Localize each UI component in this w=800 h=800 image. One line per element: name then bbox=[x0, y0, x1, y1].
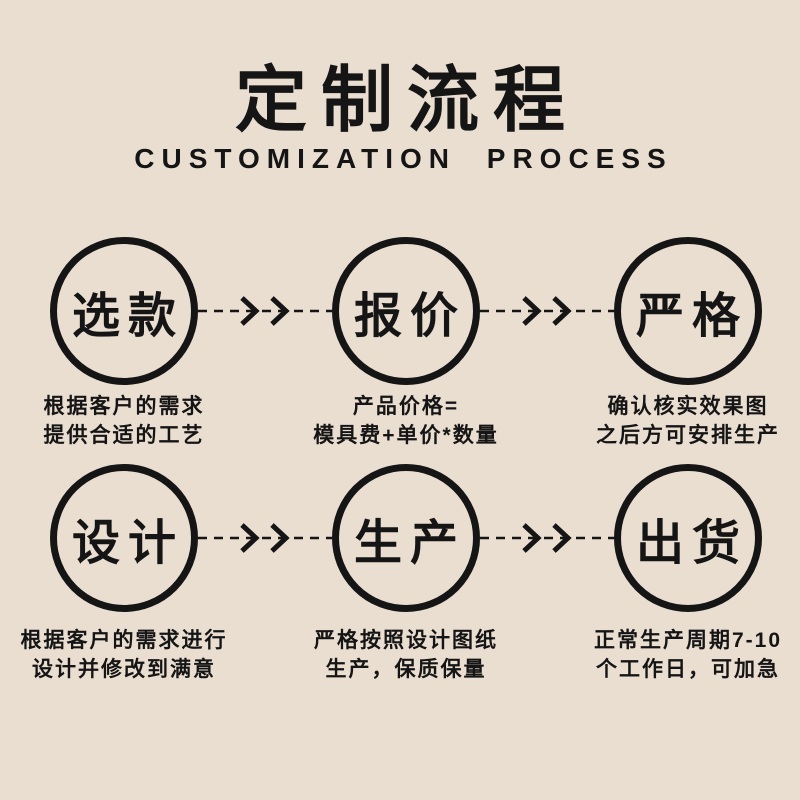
step-circle-quote: 报价 bbox=[332, 237, 480, 385]
dashed-arrow-icon bbox=[480, 523, 614, 553]
step-desc-line: 个工作日，可加急 bbox=[596, 658, 780, 681]
step-desc-line: 严格按照设计图纸 bbox=[314, 629, 498, 652]
step-circle-shipping: 出货 bbox=[614, 464, 762, 612]
dashed-arrow-icon bbox=[198, 523, 332, 553]
step-desc-design: 根据客户的需求进行 设计并修改到满意 bbox=[0, 626, 274, 684]
step-desc-strict-check: 确认核实效果图 之后方可安排生产 bbox=[538, 392, 800, 450]
step-label: 报价 bbox=[353, 290, 466, 343]
step-desc-line: 正常生产周期7-10 bbox=[593, 629, 783, 652]
step-desc-line: 之后方可安排生产 bbox=[596, 424, 780, 447]
step-desc-line: 产品价格= bbox=[352, 395, 460, 418]
step-circle-strict-check: 严格 bbox=[614, 237, 762, 385]
dashed-arrow-icon bbox=[480, 296, 614, 326]
step-circle-design: 设计 bbox=[50, 464, 198, 612]
step-desc-line: 设计并修改到满意 bbox=[32, 658, 216, 681]
step-desc-line: 生产，保质保量 bbox=[325, 658, 487, 681]
step-label: 设计 bbox=[71, 517, 184, 570]
step-desc-select-style: 根据客户的需求 提供合适的工艺 bbox=[0, 392, 274, 450]
step-label: 出货 bbox=[635, 517, 748, 570]
step-desc-line: 提供合适的工艺 bbox=[43, 424, 205, 447]
step-desc-line: 模具费+单价*数量 bbox=[313, 424, 499, 447]
step-desc-line: 根据客户的需求 bbox=[43, 395, 205, 418]
step-desc-quote: 产品价格= 模具费+单价*数量 bbox=[256, 392, 556, 450]
dashed-arrow-icon bbox=[198, 296, 332, 326]
step-label: 生产 bbox=[353, 517, 466, 570]
page-subtitle: CUSTOMIZATION PROCESS bbox=[134, 143, 673, 174]
page-title: 定制流程 bbox=[234, 61, 579, 141]
step-circle-production: 生产 bbox=[332, 464, 480, 612]
step-desc-production: 严格按照设计图纸 生产，保质保量 bbox=[256, 626, 556, 684]
step-label: 选款 bbox=[71, 290, 184, 343]
step-desc-line: 根据客户的需求进行 bbox=[20, 629, 228, 652]
step-desc-line: 确认核实效果图 bbox=[607, 395, 769, 418]
step-circle-select-style: 选款 bbox=[50, 237, 198, 385]
step-label: 严格 bbox=[635, 290, 748, 343]
step-desc-shipping: 正常生产周期7-10 个工作日，可加急 bbox=[538, 626, 800, 684]
